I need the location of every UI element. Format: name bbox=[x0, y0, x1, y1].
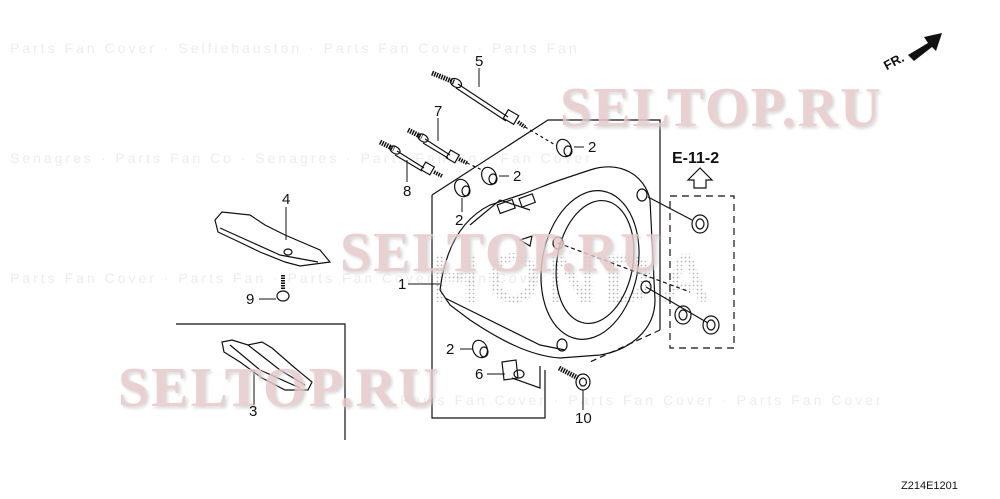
lower-shroud bbox=[221, 339, 313, 391]
callout-4[interactable]: 4 bbox=[282, 191, 291, 208]
faint-text-row: Senagres · Parts Fan Co · Senagres · Par… bbox=[10, 150, 593, 166]
faint-text-row: Parts Fan Cover · Parts Fan · Parts Fan … bbox=[10, 270, 549, 286]
nut-group-box bbox=[669, 195, 735, 349]
assembly-frame bbox=[431, 119, 661, 419]
front-arrow-icon bbox=[908, 33, 942, 61]
bolt-8 bbox=[378, 139, 443, 178]
callout-9[interactable]: 9 bbox=[246, 291, 255, 308]
svg-text:HONDA: HONDA bbox=[430, 239, 717, 317]
bolt-10 bbox=[557, 365, 591, 391]
callout-3[interactable]: 3 bbox=[249, 403, 258, 420]
callout-10[interactable]: 10 bbox=[575, 410, 592, 427]
callout-5[interactable]: 5 bbox=[475, 53, 484, 70]
callout-2[interactable]: 2 bbox=[588, 139, 597, 156]
faint-text-row: Parts Fan Cover · Parts Fan Cover · Part… bbox=[400, 392, 884, 408]
flange-nuts bbox=[647, 196, 720, 335]
upper-shroud bbox=[214, 211, 332, 267]
collars bbox=[454, 138, 573, 359]
diagram-code: Z214E1201 bbox=[901, 480, 958, 492]
callout-2[interactable]: 2 bbox=[446, 341, 455, 358]
callout-8[interactable]: 8 bbox=[403, 183, 412, 200]
bolt-7 bbox=[406, 127, 483, 171]
watermark-bottom: SELTOP.RU bbox=[118, 357, 441, 419]
callout-2[interactable]: 2 bbox=[455, 212, 464, 229]
clip-nut-6 bbox=[501, 359, 541, 389]
up-arrow-icon bbox=[686, 167, 714, 189]
callout-1[interactable]: 1 bbox=[398, 276, 407, 293]
callout-2[interactable]: 2 bbox=[513, 168, 522, 185]
fan-cover bbox=[439, 166, 709, 359]
callout-7[interactable]: 7 bbox=[434, 103, 443, 120]
watermark-middle: SELTOP.RU bbox=[340, 222, 663, 284]
faint-text-row: Parts Fan Cover · Selfiehauston · Parts … bbox=[10, 40, 580, 56]
watermark-top: SELTOP.RU bbox=[560, 77, 883, 139]
screw-9 bbox=[276, 275, 290, 302]
leader-lines bbox=[253, 68, 584, 410]
bolt-5 bbox=[431, 70, 558, 147]
reference-label[interactable]: E-11-2 bbox=[672, 150, 720, 167]
callout-6[interactable]: 6 bbox=[475, 366, 484, 383]
